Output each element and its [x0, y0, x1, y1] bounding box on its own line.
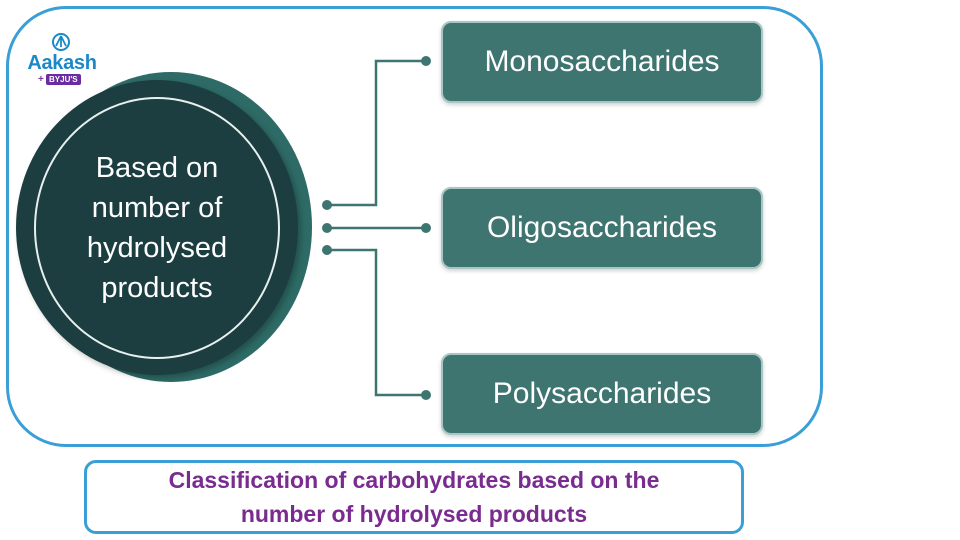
connector-dot [322, 245, 332, 255]
connector-dot [322, 200, 332, 210]
connector-dot [421, 390, 431, 400]
branch-polysaccharides: Polysaccharides [441, 353, 763, 435]
center-circle-ring [34, 97, 280, 359]
aakash-emblem-icon [52, 33, 70, 51]
logo-plus: + [38, 74, 44, 85]
connector-dot [421, 56, 431, 66]
logo-wordmark: Aakash [27, 52, 97, 74]
logo: Aakash + BYJU'S [20, 32, 104, 88]
caption-line-2: number of hydrolysed products [240, 501, 588, 527]
connector-monosaccharides [327, 59, 426, 207]
branch-oligosaccharides: Oligosaccharides [441, 187, 763, 269]
connector-dot [322, 223, 332, 233]
caption: Classification of carbohydrates based on… [84, 460, 744, 534]
connector-dot [421, 223, 431, 233]
caption-line-1: Classification of carbohydrates based on… [168, 467, 660, 493]
connector-polysaccharides [327, 248, 426, 397]
center-label: Based on number of hydrolysed products [86, 152, 228, 304]
logo-partner-badge: BYJU'S [46, 74, 81, 85]
branch-monosaccharides: Monosaccharides [441, 21, 763, 103]
